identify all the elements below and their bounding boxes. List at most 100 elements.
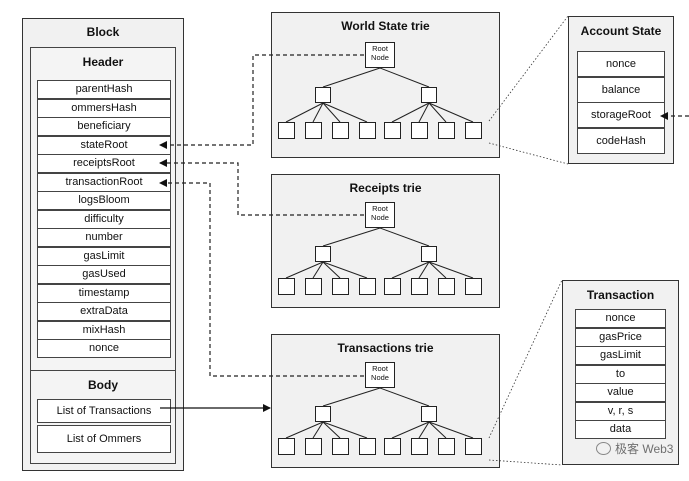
- header-field-extradata: extraData: [37, 302, 171, 321]
- tx-field-gasprice: gasPrice: [575, 327, 666, 347]
- leaf-node: [383, 438, 401, 455]
- leaf-node: [464, 122, 482, 139]
- leaf-node: [358, 278, 376, 295]
- account-field-balance: balance: [577, 76, 665, 103]
- tx-field-value: value: [575, 383, 666, 402]
- leaf-node: [383, 278, 401, 295]
- branch-node: [421, 406, 437, 422]
- account-field-nonce: nonce: [577, 51, 665, 77]
- header-field-difficulty: difficulty: [37, 209, 171, 229]
- trie-edge: [322, 421, 368, 439]
- header-field-logsbloom: logsBloom: [37, 191, 171, 210]
- leaf-node: [331, 122, 349, 139]
- trie-edge: [428, 261, 447, 279]
- header-field-transactionroot: transactionRoot: [37, 172, 171, 192]
- branch-node: [315, 406, 331, 422]
- root-node-label: Node: [371, 373, 389, 382]
- tx-field-gaslimit: gasLimit: [575, 346, 666, 365]
- world-state-trie-title: World State trie: [341, 19, 430, 33]
- watermark: 极客 Web3: [596, 440, 673, 457]
- trie-edge: [322, 421, 341, 439]
- header-field-ommershash: ommersHash: [37, 98, 171, 118]
- trie-edge: [379, 387, 430, 407]
- trie-edge: [391, 421, 430, 439]
- header-field-timestamp: timestamp: [37, 283, 171, 303]
- branch-node: [421, 246, 437, 262]
- header-field-gaslimit: gasLimit: [37, 246, 171, 266]
- leaf-node: [383, 122, 401, 139]
- branch-node: [315, 246, 331, 262]
- branch-node: [315, 87, 331, 103]
- leaf-node: [304, 438, 322, 455]
- leaf-node: [464, 438, 482, 455]
- transaction-title: Transaction: [586, 288, 655, 302]
- leaf-node: [331, 278, 349, 295]
- root-node-label: Node: [371, 213, 389, 222]
- block-title: Block: [86, 25, 120, 39]
- root-node-label: Root: [372, 364, 388, 373]
- trie-edge: [418, 102, 430, 123]
- root-node-label: Node: [371, 53, 389, 62]
- trie-edge: [391, 102, 430, 123]
- header-field-mixhash: mixHash: [37, 320, 171, 340]
- leaf-node: [464, 278, 482, 295]
- trie-edge: [418, 261, 430, 279]
- leaf-node: [277, 438, 295, 455]
- root-node-label: Root: [372, 204, 388, 213]
- tx-field-v-r-s: v, r, s: [575, 401, 666, 421]
- header-field-parenthash: parentHash: [37, 80, 171, 99]
- tx-field-data: data: [575, 420, 666, 439]
- trie-edge: [379, 227, 430, 247]
- leaf-node: [437, 122, 455, 139]
- header-field-number: number: [37, 228, 171, 247]
- header-field-nonce: nonce: [37, 339, 171, 358]
- account-field-codehash: codeHash: [577, 127, 665, 154]
- body-item-list-of-transactions: List of Transactions: [37, 399, 171, 423]
- root-node-label: Root: [372, 44, 388, 53]
- header-field-stateroot: stateRoot: [37, 135, 171, 155]
- header-field-receiptsroot: receiptsRoot: [37, 154, 171, 173]
- trie-edge: [322, 102, 368, 123]
- trie-edge: [379, 67, 430, 88]
- tx-field-to: to: [575, 364, 666, 384]
- trie-edges: [285, 387, 474, 439]
- leaf-node: [437, 278, 455, 295]
- header-field-beneficiary: beneficiary: [37, 117, 171, 136]
- trie-edge: [428, 421, 474, 439]
- trie-edge: [312, 421, 324, 439]
- leaf-node: [277, 278, 295, 295]
- account-state-title: Account State: [580, 24, 662, 38]
- leaf-node: [410, 438, 428, 455]
- tx-field-nonce: nonce: [575, 309, 666, 328]
- trie-edge: [322, 387, 381, 407]
- leaf-node: [358, 438, 376, 455]
- body-item-list-of-ommers: List of Ommers: [37, 425, 171, 453]
- trie-edge: [322, 261, 368, 279]
- leaf-node: [358, 122, 376, 139]
- trie-edge: [391, 261, 430, 279]
- leaf-node: [437, 438, 455, 455]
- leaf-node: [304, 122, 322, 139]
- trie-edge: [428, 102, 474, 123]
- trie-edge: [285, 421, 324, 439]
- header-title: Header: [82, 55, 124, 69]
- trie-edge: [418, 421, 430, 439]
- trie-edge: [428, 261, 474, 279]
- leaf-node: [410, 278, 428, 295]
- receipts-trie-title: Receipts trie: [349, 181, 422, 195]
- branch-node: [421, 87, 437, 103]
- trie-edge: [428, 102, 447, 123]
- header-field-gasused: gasUsed: [37, 265, 171, 284]
- trie-edge: [322, 227, 381, 247]
- wechat-logo-icon: [596, 442, 611, 455]
